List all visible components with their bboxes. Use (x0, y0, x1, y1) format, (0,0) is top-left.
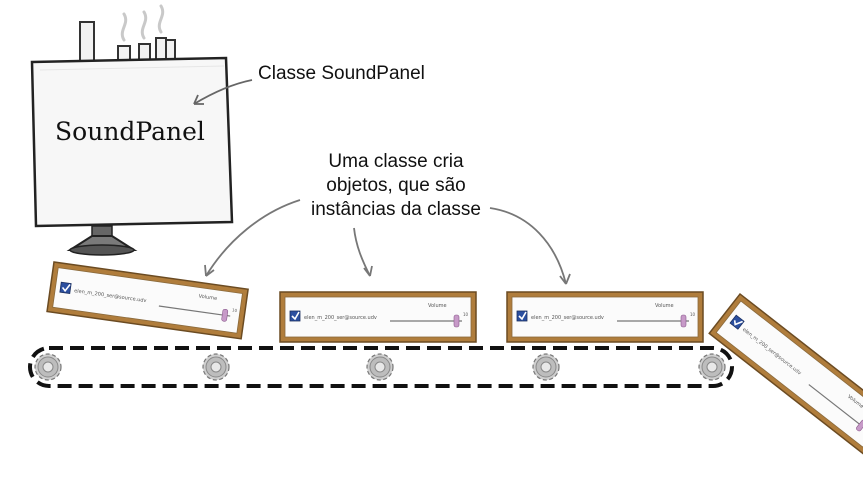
arrow-icon (193, 79, 253, 105)
factory-caption: Classe SoundPanel (258, 63, 425, 84)
gear-icon (532, 353, 560, 381)
factory-box: SoundPanel (30, 56, 234, 228)
gear-icon (202, 353, 230, 381)
conveyor-belt (28, 346, 734, 388)
gear-icon (34, 353, 62, 381)
gear-icon (698, 353, 726, 381)
smoke-icon (120, 4, 165, 42)
instance-arrows (204, 199, 571, 285)
objects-caption: Uma classe cria objetos, que são instânc… (296, 150, 496, 222)
soundpanel-object-3 (506, 291, 704, 343)
objects-caption-line-1: Uma classe cria (328, 151, 464, 172)
objects-caption-line-2: objetos, que são (326, 175, 466, 196)
soundpanel-object-2 (279, 291, 477, 343)
factory-funnel (66, 225, 138, 256)
factory-label: SoundPanel (55, 117, 205, 146)
objects-caption-line-3: instâncias da classe (310, 199, 482, 220)
soundpanel-object-1 (46, 261, 249, 340)
gear-icon (366, 353, 394, 381)
